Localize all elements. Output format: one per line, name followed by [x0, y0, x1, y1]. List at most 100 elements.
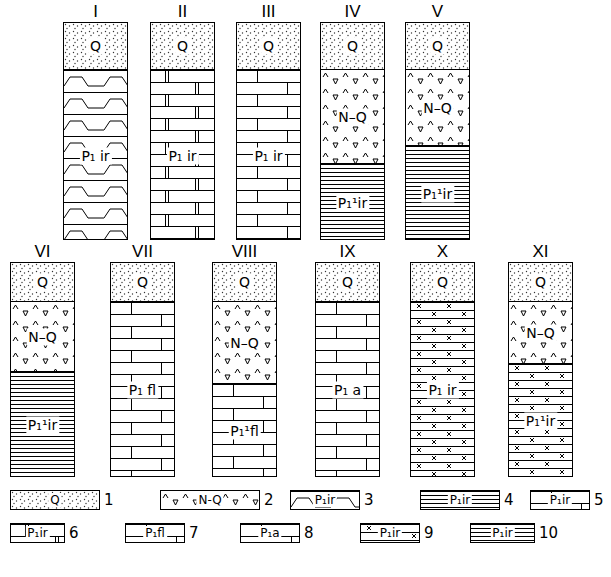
rock-layer: P₁¹ir — [509, 363, 572, 477]
layer-label: Q — [175, 38, 190, 55]
layer-label: Q — [261, 38, 276, 55]
layer-label: Q — [533, 274, 548, 291]
legend-swatch: P₁ir — [10, 523, 65, 543]
layer-label: Q — [340, 274, 355, 291]
rock-layer: N–Q — [509, 301, 572, 363]
layer-label: N–Q — [421, 99, 454, 116]
column-body: QN–QP₁¹ir — [320, 22, 385, 240]
layer-label: P₁¹ir — [26, 417, 59, 434]
layer-label: P₁¹ir — [421, 185, 454, 202]
column-body: Q P₁ ir — [150, 22, 215, 240]
rock-layer: Q — [11, 263, 74, 301]
stratigraphic-column: VIIQP₁ fl — [110, 242, 175, 477]
column-body: Q P₁ a — [315, 262, 380, 477]
column-body: Q N–Q P₁¹ir — [508, 262, 573, 477]
layer-label: Q — [35, 274, 50, 291]
legend-swatch: P₁a — [240, 523, 300, 543]
rock-layer: P₁¹ir — [11, 371, 74, 477]
rock-layer: Q — [64, 23, 127, 69]
rock-layer: N–Q — [213, 301, 276, 383]
rock-layer: N–Q — [406, 69, 469, 145]
legend-number: 10 — [539, 524, 558, 542]
legend-number: 5 — [594, 491, 604, 509]
column-number: XI — [508, 242, 573, 262]
rock-layer: Q — [237, 23, 300, 69]
legend-number: 3 — [364, 491, 374, 509]
layer-label: Q — [237, 274, 252, 291]
legend-number: 7 — [189, 524, 199, 542]
layer-label: P₁ ir — [79, 147, 111, 164]
rock-layer: Q — [509, 263, 572, 301]
legend-number: 2 — [264, 491, 274, 509]
legend-number: 1 — [104, 491, 114, 509]
rock-layer: Q — [213, 263, 276, 301]
column-body: Q P₁ ir — [236, 22, 301, 240]
stratigraphic-column: IQP₁ ir — [63, 2, 128, 240]
legend-swatch: P₁ir — [420, 490, 500, 510]
legend-swatch: P₁ir — [530, 490, 590, 510]
legend-symbol: P₁a — [258, 526, 281, 540]
rock-layer: Q — [411, 263, 474, 301]
rock-layer: P₁ a — [316, 301, 379, 477]
column-body: Q N–Q P₁¹ir — [10, 262, 75, 477]
stratigraphic-column: II Q P₁ ir — [150, 2, 215, 240]
column-body: Q P₁ fl — [110, 262, 175, 477]
rock-layer: P₁ ir — [411, 301, 474, 477]
legend-symbol: P₁ir — [448, 493, 472, 507]
legend-number: 6 — [69, 524, 79, 542]
layer-label: Q — [435, 274, 450, 291]
legend-number: 4 — [504, 491, 514, 509]
rock-layer: Q — [111, 263, 174, 301]
legend-number: 9 — [424, 524, 434, 542]
layer-label: Q — [88, 38, 103, 55]
column-number: IX — [315, 242, 380, 262]
rock-layer: P₁¹ir — [406, 145, 469, 240]
legend-symbol: P₁ir — [313, 493, 337, 507]
column-number: IV — [320, 2, 385, 22]
stratigraphic-column: VQN–QP₁¹ir — [405, 2, 470, 240]
layer-label: Q — [345, 38, 360, 55]
column-body: Q P₁ ir — [63, 22, 128, 240]
legend-symbol: P₁ir — [378, 526, 402, 540]
rock-layer: P₁¹fl — [213, 383, 276, 477]
rock-layer: P₁ fl — [111, 301, 174, 477]
rock-layer: Q — [151, 23, 214, 69]
stratigraphic-column: IX Q P₁ a — [315, 242, 380, 477]
legend-swatch: Q — [10, 490, 100, 510]
layer-label: P₁ a — [332, 382, 363, 399]
layer-label: P₁¹ir — [524, 413, 557, 430]
rock-layer: P₁ ir — [237, 69, 300, 240]
layer-label: Q — [135, 274, 150, 291]
stratigraphic-column: XI Q N–Q P₁¹ir — [508, 242, 573, 477]
column-body: Q N–Q P₁¹fl — [212, 262, 277, 477]
layer-label: P₁ ir — [252, 147, 284, 164]
column-number: III — [236, 2, 301, 22]
rock-layer: N–Q — [11, 301, 74, 371]
legend-number: 8 — [304, 524, 314, 542]
layer-label: P₁¹fl — [228, 423, 261, 440]
legend-swatch: P₁ir — [290, 490, 360, 510]
legend-symbol: P₁ir — [25, 526, 49, 540]
rock-layer: Q — [321, 23, 384, 69]
column-number: V — [405, 2, 470, 22]
column-number: II — [150, 2, 215, 22]
layer-label: P₁ ir — [166, 147, 198, 164]
stratigraphic-column: III Q P₁ ir — [236, 2, 301, 240]
column-number: X — [410, 242, 475, 262]
legend-symbol: N-Q — [196, 493, 223, 507]
layer-label: N–Q — [228, 334, 261, 351]
stratigraphic-column: XQ P₁ ir — [410, 242, 475, 477]
stratigraphic-column: IVQN–QP₁¹ir — [320, 2, 385, 240]
layer-label: P₁ fl — [127, 382, 158, 399]
legend-swatch: P₁fl — [125, 523, 185, 543]
stratigraphic-column: VIIIQN–QP₁¹fl — [212, 242, 277, 477]
stratigraphic-column: VI Q N–Q P₁¹ir — [10, 242, 75, 477]
rock-layer: P₁ ir — [64, 69, 127, 240]
legend-swatch: P₁ir — [360, 523, 420, 543]
layer-label: N–Q — [26, 328, 59, 345]
column-number: VI — [10, 242, 75, 262]
legend-symbol: Q — [48, 493, 61, 507]
rock-layer: Q — [316, 263, 379, 301]
legend-swatch: P₁ir — [470, 523, 535, 543]
